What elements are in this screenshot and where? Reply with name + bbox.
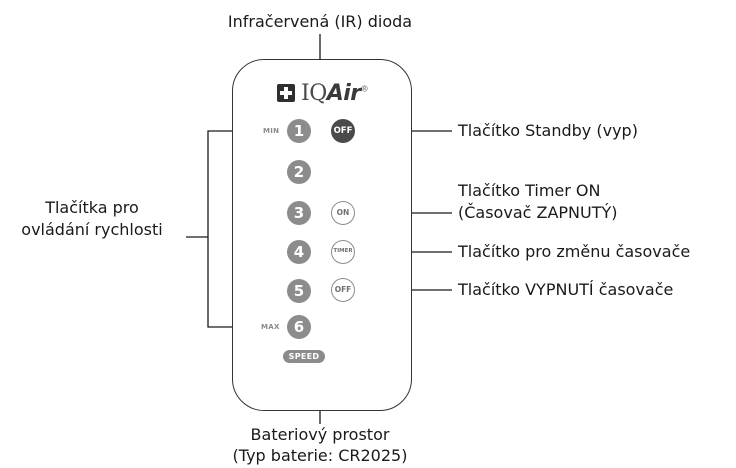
timer-on-button[interactable]: ON (331, 201, 355, 225)
speed-button-6[interactable]: 6 (287, 315, 311, 339)
timer-off-button[interactable]: OFF (331, 278, 355, 302)
speed-button-3[interactable]: 3 (287, 201, 311, 225)
speed-button-2[interactable]: 2 (287, 160, 311, 184)
speed-button-5[interactable]: 5 (287, 279, 311, 303)
speed-button-4[interactable]: 4 (287, 240, 311, 264)
battery-label-line1: Bateriový prostor (250, 425, 390, 444)
timer-on-label-line2: (Časovač ZAPNUTÝ) (458, 203, 618, 222)
logo-cross-icon (277, 84, 295, 102)
iqair-logo: IQAir® (277, 80, 369, 106)
timer-change-label: Tlačítko pro změnu časovače (458, 242, 691, 261)
speed-button-1[interactable]: 1 (287, 119, 311, 143)
battery-label-line2: (Typ baterie: CR2025) (232, 446, 408, 465)
timer-off-label: Tlačítko VYPNUTÍ časovače (458, 280, 674, 299)
speed-badge: SPEED (283, 350, 325, 363)
speed-controls-label-line2: ovládání rychlosti (21, 220, 163, 239)
max-label: MAX (261, 323, 280, 331)
standby-off-button[interactable]: OFF (331, 119, 355, 143)
ir-diode-label: Infračervená (IR) dioda (227, 12, 413, 31)
standby-label: Tlačítko Standby (vyp) (458, 121, 638, 140)
timer-on-label-line1: Tlačítko Timer ON (458, 181, 601, 200)
logo-text: IQAir® (301, 80, 369, 106)
speed-controls-label-line1: Tlačítka pro (45, 198, 139, 217)
timer-change-button[interactable]: TIMER (331, 240, 355, 264)
min-label: MIN (263, 127, 280, 135)
